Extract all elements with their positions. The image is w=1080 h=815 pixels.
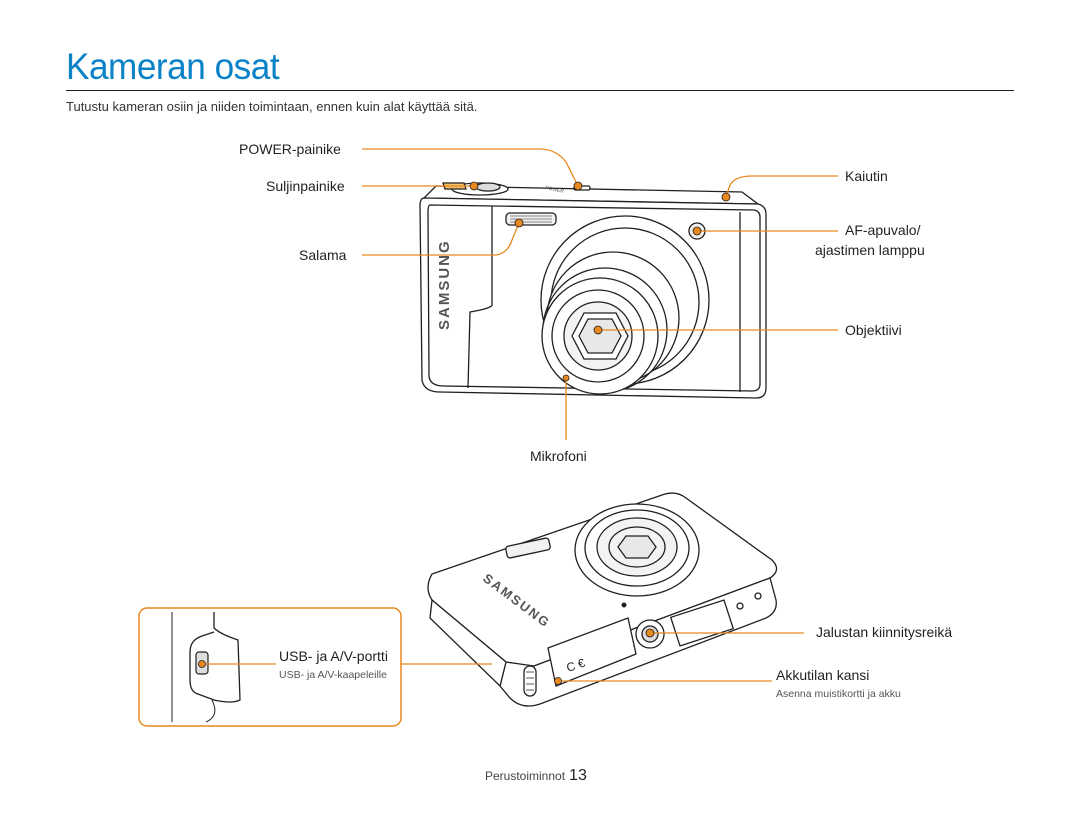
bottom-callout-dots [554,628,655,685]
label-battery-cover-sub: Asenna muistikortti ja akku [776,688,901,700]
svg-text:C €: C € [565,656,587,675]
footer-section: Perustoiminnot [485,769,566,783]
label-usb-port: USB- ja A/V-portti [279,648,388,664]
brand-logo-front: SAMSUNG [436,239,453,330]
label-lens: Objektiivi [845,322,902,338]
label-battery-cover: Akkutilan kansi [776,667,870,683]
bottom-camera: C € [427,492,778,707]
front-callouts [362,148,838,440]
label-speaker: Kaiutin [845,168,888,184]
label-power-button: POWER-painike [239,141,341,157]
page-title: Kameran osat [66,46,280,87]
usb-inset [138,607,402,727]
intro-text: Tutustu kameran osiin ja niiden toiminta… [66,99,478,114]
title-rule [66,90,1014,91]
power-marking: POWER [545,185,565,195]
label-usb-port-sub: USB- ja A/V-kaapeleille [279,669,387,681]
label-shutter-button: Suljinpainike [266,178,345,194]
label-flash: Salama [299,247,347,263]
bottom-callouts [400,632,804,682]
label-af-lamp-line1: AF-apuvalo/ [845,222,921,238]
label-tripod-mount: Jalustan kiinnitysreikä [816,624,953,640]
page-number: 13 [569,767,587,784]
label-microphone: Mikrofoni [530,448,587,464]
front-camera [419,182,767,399]
label-af-lamp-line2: ajastimen lamppu [815,242,925,258]
front-callout-dots [469,181,731,382]
